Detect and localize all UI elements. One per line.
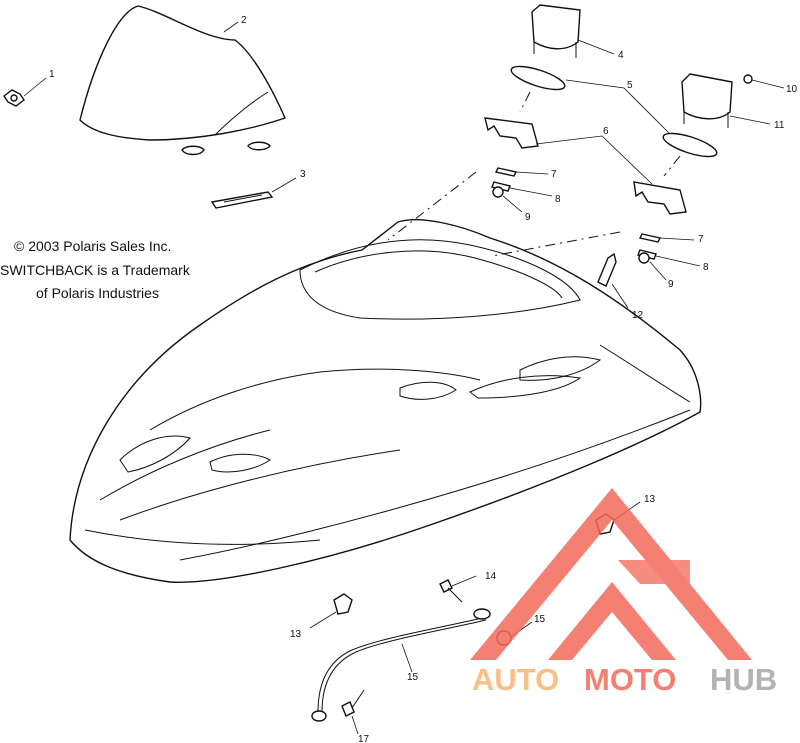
callout-4: 4	[618, 50, 624, 61]
callout-7-upper: 7	[551, 169, 557, 180]
callout-13-lower: 13	[290, 629, 302, 640]
callout-15-nut: 15	[534, 614, 546, 625]
callout-2: 2	[241, 15, 247, 26]
callout-12: 12	[632, 310, 644, 321]
callout-14: 14	[485, 571, 497, 582]
bumper-lower	[333, 593, 353, 615]
trim-strip	[210, 191, 274, 209]
gasket-ring-b	[662, 132, 718, 158]
callout-3: 3	[300, 169, 306, 180]
callout-1: 1	[49, 69, 55, 80]
logo-text-auto: AUTO	[472, 662, 559, 697]
logo-text-hub: HUB	[710, 662, 777, 697]
callout-15-tether: 15	[407, 672, 419, 683]
callout-13-upper: 13	[644, 494, 656, 505]
trademark-line-2: of Polaris Industries	[36, 285, 159, 301]
tether-cable	[311, 608, 491, 722]
small-parts-upper	[491, 167, 518, 198]
callout-7-lower: 7	[698, 234, 704, 245]
nut-10	[743, 74, 753, 84]
pin-17	[341, 689, 365, 717]
bracket-b	[633, 181, 687, 215]
automotohub-logo: AUTO MOTO HUB	[470, 488, 777, 697]
small-parts-lower	[637, 233, 662, 264]
hood	[69, 219, 702, 583]
logo-text-moto: MOTO	[584, 662, 676, 697]
callout-8-upper: 8	[555, 194, 561, 205]
callout-5: 5	[627, 80, 633, 91]
gauge-4	[531, 4, 581, 58]
leader-lines	[23, 21, 785, 735]
bracket-a	[484, 117, 539, 149]
bolt-14	[439, 579, 463, 603]
callout-8-lower: 8	[703, 262, 709, 273]
callout-10: 10	[786, 84, 798, 95]
callout-6: 6	[603, 126, 609, 137]
copyright-text: © 2003 Polaris Sales Inc.	[14, 238, 171, 254]
gasket-ring-a	[510, 65, 566, 91]
cable-tie	[597, 252, 617, 287]
trademark-line-1: SWITCHBACK is a Trademark	[0, 262, 191, 278]
gauge-11	[681, 73, 733, 128]
windshield-bolt	[3, 89, 25, 107]
callout-17: 17	[358, 734, 370, 743]
callout-9-lower: 9	[668, 279, 674, 290]
callout-9-upper: 9	[525, 212, 531, 223]
windshield	[79, 5, 286, 156]
alignment-lines	[387, 91, 681, 257]
callout-11: 11	[774, 120, 785, 131]
